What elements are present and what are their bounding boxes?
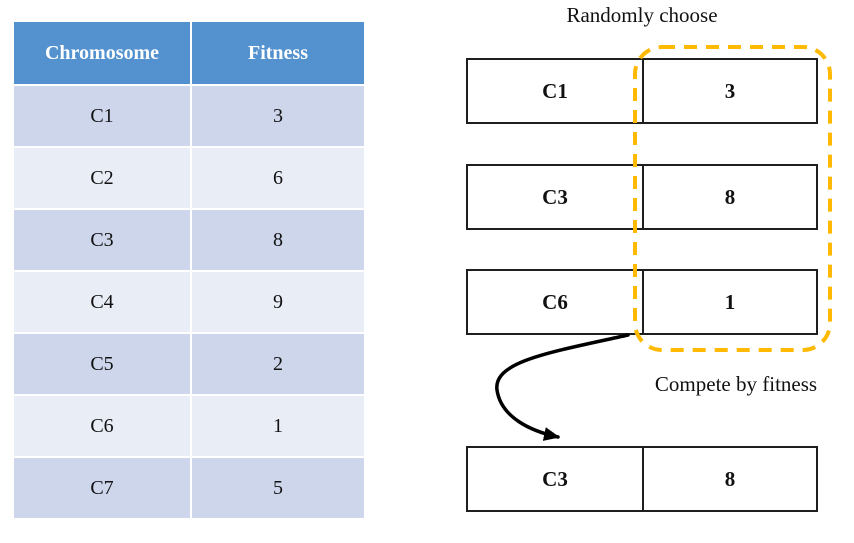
candidate-chromosome: C1 — [468, 60, 644, 122]
table-cell-fitness: 5 — [192, 458, 364, 518]
table-cell-fitness: 2 — [192, 334, 364, 394]
table-cell-chromosome: C6 — [14, 396, 190, 456]
candidate-fitness: 3 — [724, 78, 736, 103]
col-header-fitness: Fitness — [192, 22, 364, 84]
table-cell-fitness: 9 — [192, 272, 364, 332]
curved-arrow-icon — [495, 333, 630, 441]
table-cell-fitness: 6 — [192, 148, 364, 208]
candidate-fitness: 1 — [724, 289, 736, 314]
table-cell-chromosome: C4 — [14, 272, 190, 332]
candidate-chromosome: C6 — [468, 271, 644, 333]
fitness-table: Chromosome Fitness C1 3 C2 6 C3 8 C4 9 C… — [14, 22, 364, 518]
winner-chromosome: C3 — [468, 448, 644, 510]
candidate-box-c6: C6 1 — [466, 269, 818, 335]
table-cell-fitness: 1 — [192, 396, 364, 456]
randomly-choose-label: Randomly choose — [566, 3, 718, 27]
candidate-box-c3: C3 8 — [466, 164, 818, 230]
table-cell-chromosome: C5 — [14, 334, 190, 394]
candidate-box-c1: C1 3 — [466, 58, 818, 124]
table-cell-chromosome: C7 — [14, 458, 190, 518]
table-cell-chromosome: C3 — [14, 210, 190, 270]
table-cell-chromosome: C2 — [14, 148, 190, 208]
candidate-fitness: 8 — [724, 184, 736, 209]
compete-by-fitness-label: Compete by fitness — [654, 372, 818, 396]
col-header-chromosome: Chromosome — [14, 22, 190, 84]
table-cell-fitness: 3 — [192, 86, 364, 146]
winner-fitness: 8 — [724, 466, 736, 491]
winner-box-c3: C3 8 — [466, 446, 818, 512]
candidate-chromosome: C3 — [468, 166, 644, 228]
table-cell-fitness: 8 — [192, 210, 364, 270]
table-cell-chromosome: C1 — [14, 86, 190, 146]
